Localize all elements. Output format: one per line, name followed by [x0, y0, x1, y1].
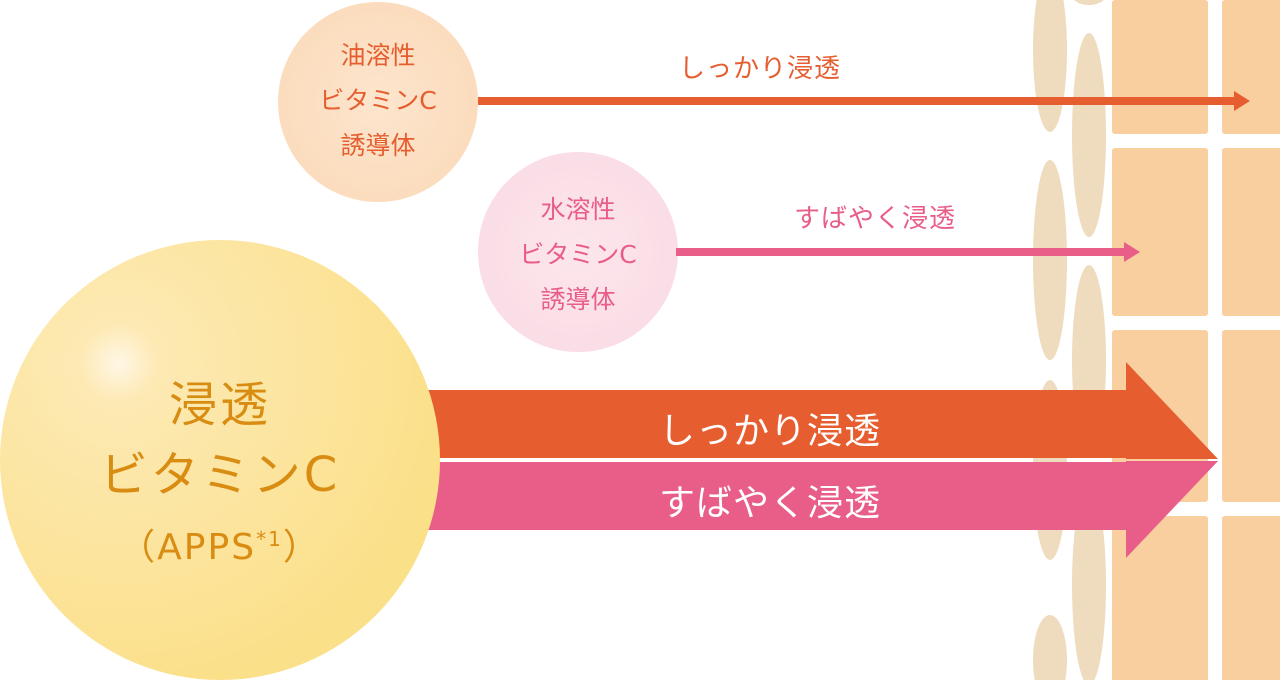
apps-label-line-1: 浸透 [168, 377, 271, 433]
water-arrow-label: すばやく浸透 [793, 204, 956, 234]
membrane-ellipse [1072, 33, 1106, 237]
skin-cell [1222, 516, 1280, 680]
apps-label-line-3: （APPS*1） [60, 518, 380, 570]
oil-soluble-label: 油溶性 ビタミンC 誘導体 [298, 33, 458, 168]
membrane-ellipse [1033, 615, 1067, 680]
membrane-ellipse [1074, 0, 1104, 5]
oil-soluble-line-1: 油溶性 [340, 41, 416, 70]
skin-cell [1112, 516, 1208, 680]
apps-arrow-bottom-head [1126, 461, 1218, 558]
apps-footnote-mark: *1 [256, 527, 283, 551]
apps-label-prefix: （APPS [119, 527, 257, 568]
apps-arrow [426, 362, 1218, 558]
apps-arrow-top-band [426, 390, 1126, 458]
skin-cell [1112, 148, 1208, 316]
water-arrow [676, 242, 1140, 262]
oil-arrow [478, 91, 1250, 111]
apps-circle [0, 240, 440, 680]
water-soluble-line-3: 誘導体 [540, 285, 616, 314]
skin-cell [1222, 330, 1280, 502]
apps-label-line-2: ビタミンC [99, 447, 341, 503]
oil-soluble-line-2: ビタミンC [319, 86, 437, 115]
apps-label-suffix: ） [282, 527, 321, 568]
oil-arrow-label: しっかり浸透 [678, 54, 841, 84]
skin-cell [1222, 148, 1280, 316]
water-soluble-label: 水溶性 ビタミンC 誘導体 [495, 187, 661, 322]
skin-cell [1112, 0, 1208, 134]
water-soluble-line-2: ビタミンC [519, 240, 637, 269]
apps-arrow-top-label: しっかり浸透 [658, 411, 881, 452]
water-soluble-line-1: 水溶性 [540, 195, 616, 224]
skin-cell [1222, 0, 1280, 134]
membrane-ellipse [1072, 485, 1106, 680]
apps-arrow-top-head [1126, 362, 1218, 459]
apps-arrow-bottom-band [426, 462, 1126, 530]
oil-soluble-circle [278, 2, 478, 202]
oil-soluble-line-3: 誘導体 [340, 131, 416, 160]
apps-arrow-bottom-label: すばやく浸透 [658, 483, 881, 524]
membrane-ellipse [1033, 0, 1067, 132]
membrane-ellipse [1033, 160, 1067, 360]
water-soluble-circle [478, 152, 678, 352]
